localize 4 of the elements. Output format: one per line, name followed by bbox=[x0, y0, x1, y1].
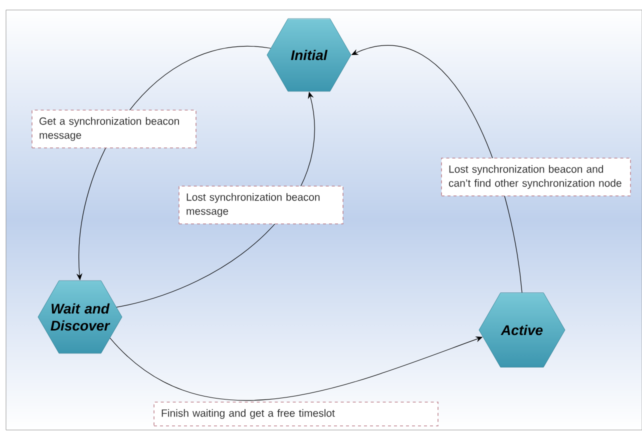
edge-label: Lost synchronization beacon message bbox=[178, 186, 344, 224]
edge-label: Get a synchronization beacon message bbox=[32, 110, 196, 148]
edge-label: Finish waiting and get a free timeslot bbox=[154, 402, 438, 426]
edge-label: Lost synchronization beacon and can’t find other synchronization node bbox=[441, 158, 631, 196]
